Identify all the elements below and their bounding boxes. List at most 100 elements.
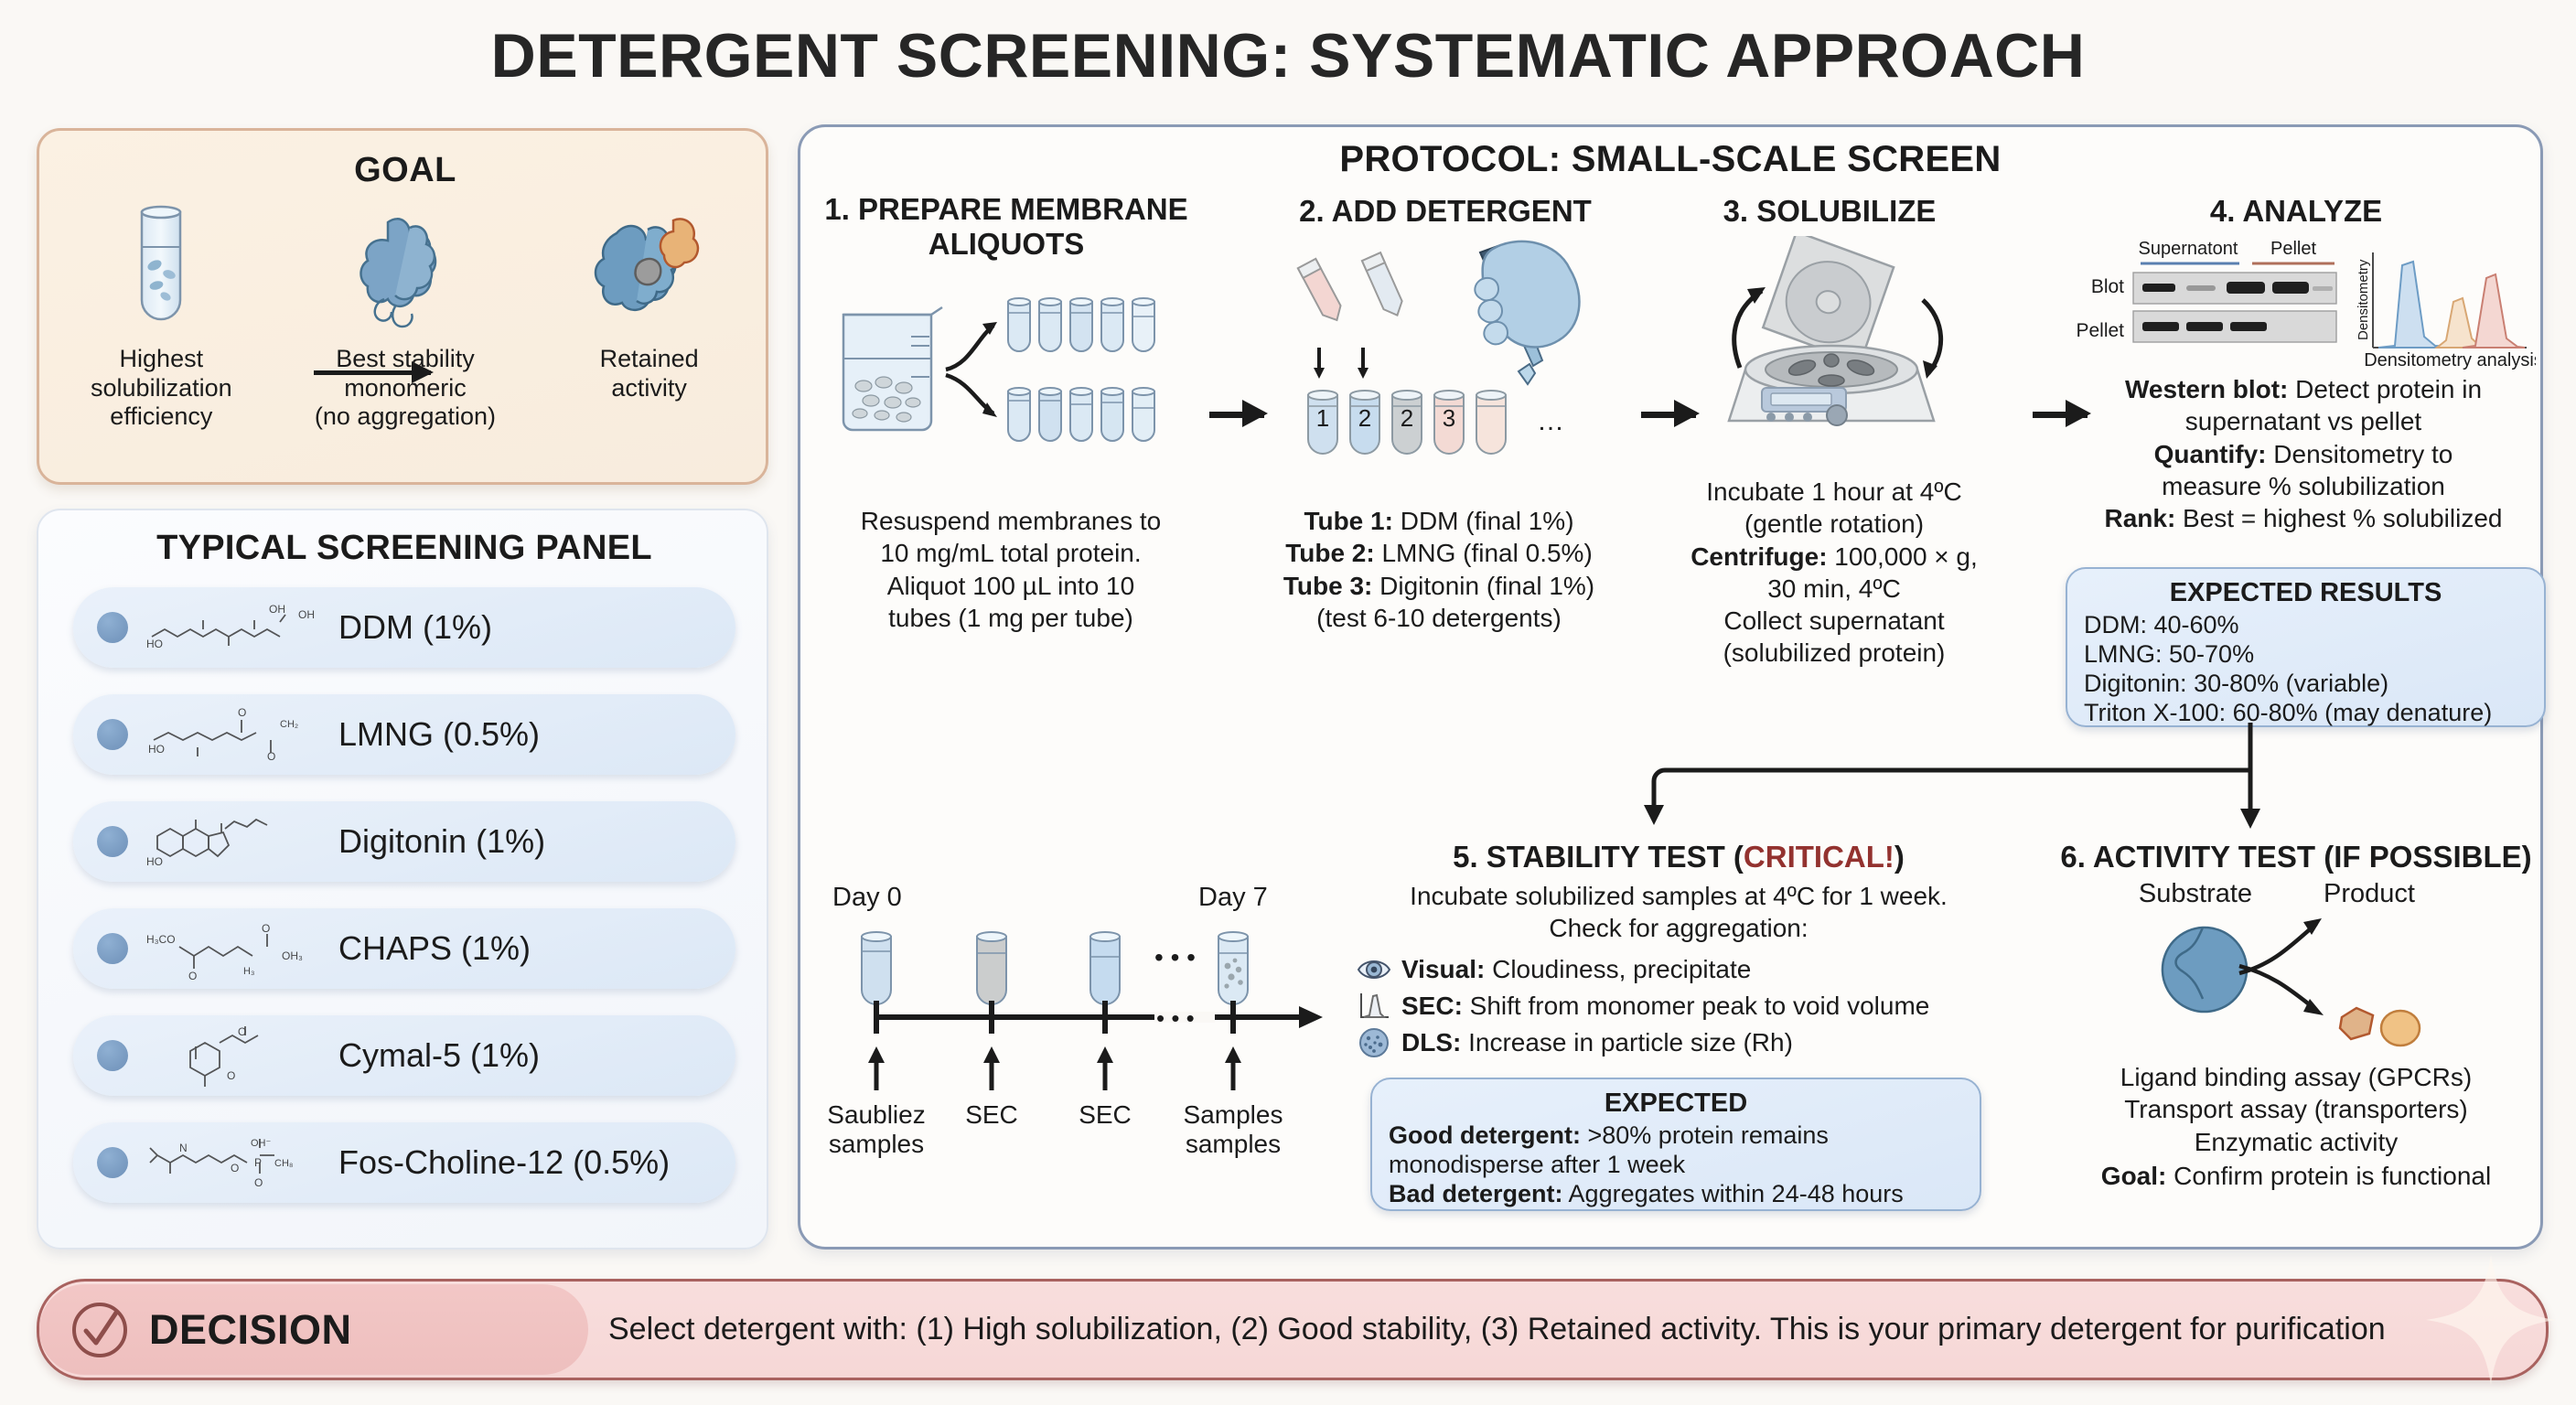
expected-results-line: Digitonin: 30-80% (variable) xyxy=(2084,670,2389,698)
list-item-label: Cymal-5 (1%) xyxy=(338,1036,541,1074)
step-2-body: Tube 1: DDM (final 1%) Tube 2: LMNG (fin… xyxy=(1283,507,1595,632)
svg-text:OH: OH xyxy=(298,608,315,621)
svg-text:HO: HO xyxy=(148,743,165,756)
step-5-title-main: 5. STABILITY TEST ( xyxy=(1453,840,1744,874)
step-5-check-list: Visual: Cloudiness, precipitate SEC: Shi… xyxy=(1356,951,2014,1061)
step-3-illustration xyxy=(1674,230,1985,446)
svg-text:O: O xyxy=(188,970,197,981)
list-item[interactable]: H₃CO O O OH₃ H₃ CHAPS (1%) xyxy=(73,908,735,989)
svg-text:CH₂: CH₂ xyxy=(280,719,298,730)
svg-text:1: 1 xyxy=(1316,404,1329,432)
step-6-goal: Goal: Confirm protein is functional xyxy=(2100,1162,2492,1190)
digitonin-structure-icon: HO xyxy=(146,818,268,868)
expected-results-line: LMNG: 50-70% xyxy=(2084,640,2255,669)
svg-text:2: 2 xyxy=(1358,404,1371,432)
list-item[interactable]: N O OH⁻ P CH₈ O Fos-Choline-12 (0.5%) xyxy=(73,1122,735,1203)
decision-bar: DECISION Select detergent with: (1) High… xyxy=(37,1279,2549,1380)
bullet-dot-icon xyxy=(97,933,128,964)
protocol-heading: PROTOCOL: SMALL-SCALE SCREEN xyxy=(1339,139,2002,179)
svg-text:Supernatont: Supernatont xyxy=(2139,239,2238,259)
svg-text:2: 2 xyxy=(1401,404,1413,432)
svg-text:Pellet: Pellet xyxy=(2076,320,2124,341)
svg-text:Saubliez: Saubliez xyxy=(827,1100,925,1129)
screening-panel-heading: TYPICAL SCREENING PANEL xyxy=(156,529,652,567)
list-item[interactable]: HO O O CH₂ LMNG (0.5%) xyxy=(73,694,735,775)
expected-results-callout: EXPECTED RESULTS DDM: 40-60% LMNG: 50-70… xyxy=(2066,567,2546,727)
expected-results-line: DDM: 40-60% xyxy=(2084,611,2239,638)
goal-heading: GOAL xyxy=(354,151,456,189)
bullet-dot-icon xyxy=(97,612,128,643)
expected-stability-line: Bad detergent: Aggregates within 24-48 h… xyxy=(1389,1180,1904,1208)
tube-with-particles-icon xyxy=(47,204,275,339)
check-label: SEC: Shift from monomer peak to void vol… xyxy=(1401,992,1930,1020)
screening-panel: TYPICAL SCREENING PANEL HO OH OH DDM (1%… xyxy=(37,509,768,1249)
svg-text:P: P xyxy=(254,1156,262,1169)
chaps-structure-icon: H₃CO O O OH₃ H₃ xyxy=(146,922,303,981)
svg-text:Densitometry analysis: Densitometry analysis xyxy=(2364,350,2536,370)
list-item[interactable]: O O Cymal-5 (1%) xyxy=(73,1015,735,1096)
svg-text:SEC: SEC xyxy=(1079,1100,1132,1129)
list-item: DLS: Increase in particle size (Rh) xyxy=(1356,1024,2014,1061)
svg-text:Day 7: Day 7 xyxy=(1198,883,1268,912)
svg-text:O: O xyxy=(231,1162,239,1174)
fos-choline-structure-icon: N O OH⁻ P CH₈ O xyxy=(149,1138,293,1189)
step-3-title: 3. SOLUBILIZE xyxy=(1723,194,1937,228)
svg-text:• • •: • • • xyxy=(1156,1004,1195,1032)
step-1-illustration xyxy=(823,274,1208,457)
list-item[interactable]: HO Digitonin (1%) xyxy=(73,801,735,882)
step-6-title: 6. ACTIVITY TEST (IF POSSIBLE) xyxy=(2060,840,2532,874)
monomeric-protein-icon xyxy=(291,204,520,339)
svg-text:CH₈: CH₈ xyxy=(274,1158,293,1169)
screening-panel-list: HO OH OH DDM (1%) HO O O CH₂ xyxy=(73,587,735,1229)
lmng-structure-icon: HO O O CH₂ xyxy=(148,706,298,763)
list-item-label: CHAPS (1%) xyxy=(338,929,531,967)
page-title: DETERGENT SCREENING: SYSTEMATIC APPROACH xyxy=(490,21,2086,91)
step-4-illustration: Supernatont Pellet Blot Pellet xyxy=(2069,236,2542,373)
svg-text:O: O xyxy=(267,750,275,763)
bullet-dot-icon xyxy=(97,1147,128,1178)
expected-stability-title: EXPECTED xyxy=(1604,1089,1748,1118)
svg-text:O: O xyxy=(254,1176,263,1189)
expected-stability-callout: EXPECTED Good detergent: >80% protein re… xyxy=(1370,1078,1981,1211)
svg-text:3: 3 xyxy=(1443,404,1455,432)
svg-text:H₃CO: H₃CO xyxy=(146,933,176,946)
svg-text:…: … xyxy=(1537,406,1564,436)
step-2-illustration: 1 2 2 3 … xyxy=(1262,240,1628,459)
bullet-dot-icon xyxy=(97,826,128,857)
step-4-title: 4. ANALYZE xyxy=(2209,194,2383,228)
step-2-title: 2. ADD DETERGENT xyxy=(1299,194,1592,228)
check-label: DLS: Increase in particle size (Rh) xyxy=(1401,1028,1793,1056)
step-6-illustration: Substrate Product xyxy=(2095,876,2497,1059)
ddm-structure-icon: HO OH OH xyxy=(146,603,315,650)
check-circle-icon xyxy=(72,1302,127,1357)
list-item: SEC: Shift from monomer peak to void vol… xyxy=(1356,988,2014,1024)
expected-stability-line: monodisperse after 1 week xyxy=(1389,1151,1686,1179)
svg-text:Product: Product xyxy=(2324,879,2415,908)
flow-arrow-2-3 xyxy=(1641,400,1700,427)
step-3-body: Incubate 1 hour at 4ºC(gentle rotation) … xyxy=(1690,477,1978,668)
svg-text:HO: HO xyxy=(146,855,163,868)
sec-peak-icon xyxy=(1360,993,1389,1018)
goal-panel: GOAL Hi xyxy=(37,128,768,485)
svg-text:• • •: • • • xyxy=(1154,943,1196,971)
svg-text:Densitometry: Densitometry xyxy=(2356,259,2371,340)
decision-text: Select detergent with: (1) High solubili… xyxy=(608,1312,2386,1346)
stability-timeline: Day 0 Day 7 • • • • • • xyxy=(814,878,1345,1180)
step-6-body: Ligand binding assay (GPCRs)Transport as… xyxy=(2120,1063,2473,1156)
svg-text:Pellet: Pellet xyxy=(2270,239,2316,259)
cymal5-structure-icon: O O xyxy=(189,1025,259,1087)
svg-text:H₃: H₃ xyxy=(243,966,254,977)
list-item-label: Digitonin (1%) xyxy=(338,822,546,860)
step-5-critical-badge: CRITICAL! xyxy=(1743,840,1894,874)
list-item[interactable]: HO OH OH DDM (1%) xyxy=(73,587,735,668)
bullet-dot-icon xyxy=(97,719,128,750)
